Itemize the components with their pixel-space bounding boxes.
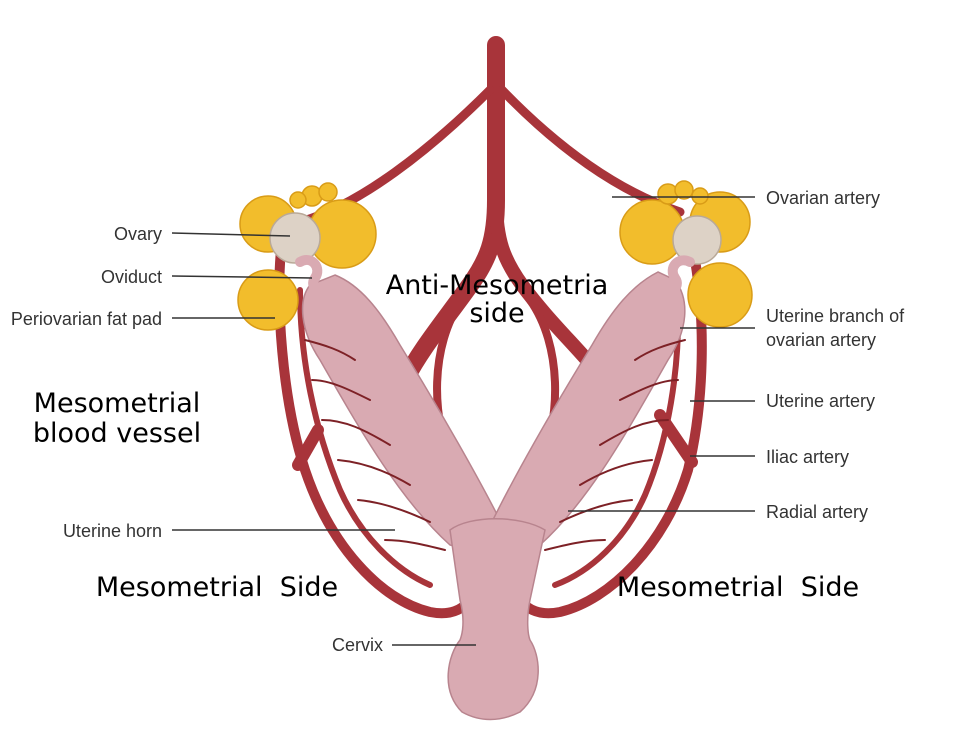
radial-artery-left-3 — [321, 419, 391, 446]
label-ovarian-artery: Ovarian artery — [766, 188, 880, 208]
region-labels: Anti-Mesometria side Mesometrial blood v… — [33, 270, 859, 603]
uterine-artery-left — [274, 235, 475, 619]
radial-artery-left-6 — [384, 539, 446, 551]
leader-lines — [171, 196, 755, 646]
radial-artery-left-5 — [357, 499, 431, 523]
periovarian-fat-right — [619, 180, 753, 328]
radial-artery-right-1 — [634, 339, 686, 361]
radial-artery-right-4 — [579, 459, 653, 486]
uterine-artery-right-inner — [552, 297, 682, 588]
ovarian-artery-right — [497, 85, 685, 217]
label-periovarian-fat-pad: Periovarian fat pad — [11, 309, 162, 329]
ovary-left — [269, 212, 321, 264]
uterus — [295, 255, 695, 721]
label-cervix: Cervix — [332, 635, 383, 655]
radial-artery-left-4 — [337, 459, 411, 486]
label-iliac-artery: Iliac artery — [766, 447, 849, 467]
label-uterine-horn: Uterine horn — [63, 521, 162, 541]
label-uterine-branch-line2: ovarian artery — [766, 330, 876, 350]
ovary-right — [672, 215, 722, 265]
region-mesometrial-vessel-line1: Mesometrial — [34, 388, 201, 419]
region-anti-mesometria-line1: Anti-Mesometria — [386, 270, 609, 301]
label-oviduct: Oviduct — [101, 267, 162, 287]
label-uterine-artery: Uterine artery — [766, 391, 875, 411]
region-mesometrial-vessel-line2: blood vessel — [33, 418, 201, 449]
radial-artery-left-2 — [311, 379, 371, 401]
region-anti-mesometria-line2: side — [469, 298, 524, 329]
radial-artery-right-5 — [559, 499, 633, 523]
oviduct-left — [295, 255, 335, 297]
label-uterine-branch-line1: Uterine branch of — [766, 306, 905, 326]
label-radial-artery: Radial artery — [766, 502, 868, 522]
radial-artery-right-6 — [544, 539, 606, 551]
radial-artery-right-3 — [599, 419, 669, 446]
oviduct-right — [655, 255, 695, 297]
aorta-trunk-right — [489, 193, 607, 382]
uterine-artery-right — [515, 255, 707, 619]
leader-ovary — [171, 232, 291, 237]
uterine-body — [447, 518, 546, 721]
structure-labels: Ovarian artery Ovary Oviduct Periovarian… — [11, 188, 905, 655]
radial-arteries — [304, 339, 686, 551]
region-mesometrial-side-right: Mesometrial Side — [617, 572, 859, 603]
region-mesometrial-side-left: Mesometrial Side — [96, 572, 338, 603]
radial-artery-left-1 — [304, 339, 356, 361]
label-ovary: Ovary — [114, 224, 162, 244]
uterine-artery-left-inner — [297, 287, 433, 588]
leader-oviduct — [171, 275, 313, 279]
radial-artery-right-2 — [619, 379, 679, 401]
